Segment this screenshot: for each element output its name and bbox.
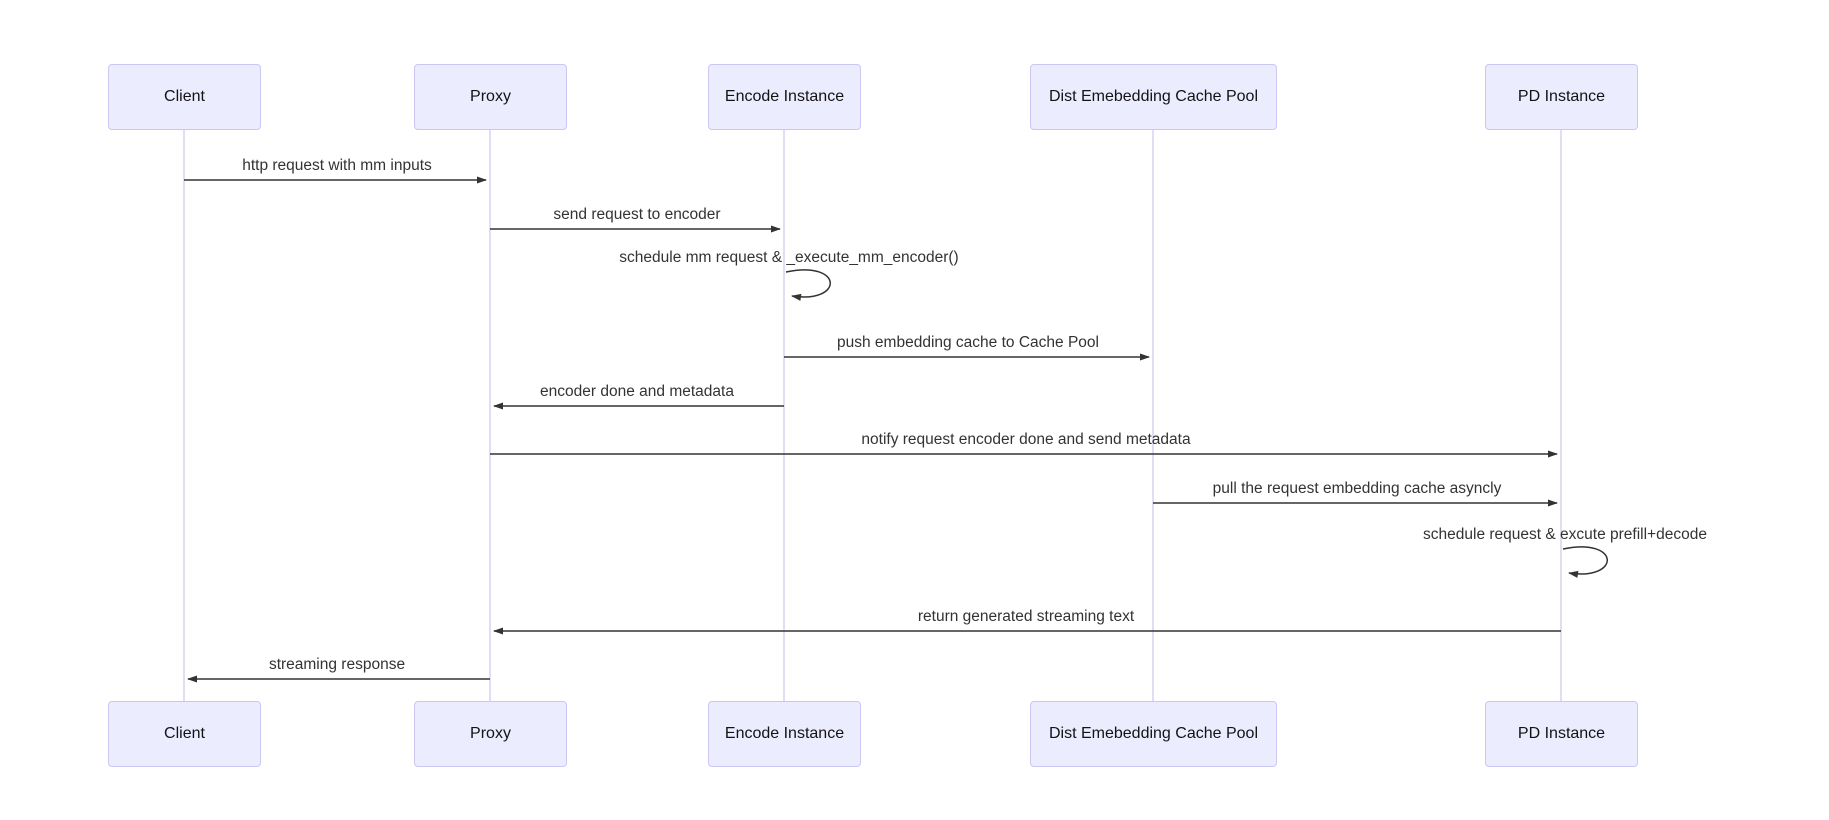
participant-pd-instance-top: PD Instance — [1485, 64, 1638, 130]
message-label-schedule-request-prefill-decode: schedule request & excute prefill+decode — [1423, 526, 1707, 543]
message-label-push-embedding-cache: push embedding cache to Cache Pool — [837, 334, 1099, 351]
participant-encode-instance-top: Encode Instance — [708, 64, 861, 130]
participant-proxy-top: Proxy — [414, 64, 567, 130]
message-label-encoder-done-metadata: encoder done and metadata — [540, 383, 734, 400]
participant-client-top: Client — [108, 64, 261, 130]
participant-encode-instance-bottom: Encode Instance — [708, 701, 861, 767]
message-label-pull-embedding-cache: pull the request embedding cache asyncly — [1212, 480, 1502, 497]
participant-pd-instance-bottom: PD Instance — [1485, 701, 1638, 767]
message-label-streaming-response: streaming response — [268, 656, 406, 673]
message-label-send-request-to-encoder: send request to encoder — [553, 206, 721, 223]
message-label-notify-encoder-done: notify request encoder done and send met… — [861, 431, 1191, 448]
message-label-return-streaming-text: return generated streaming text — [917, 608, 1135, 625]
message-label-http-request: http request with mm inputs — [242, 157, 432, 174]
message-self-loop-schedule-request-prefill-decode — [1562, 546, 1608, 578]
participant-dist-embedding-cache-pool-top: Dist Emebedding Cache Pool — [1030, 64, 1277, 130]
participant-proxy-bottom: Proxy — [414, 701, 567, 767]
participant-client-bottom: Client — [108, 701, 261, 767]
message-self-loop-schedule-mm-request — [785, 269, 831, 301]
participant-dist-embedding-cache-pool-bottom: Dist Emebedding Cache Pool — [1030, 701, 1277, 767]
message-label-schedule-mm-request: schedule mm request & _execute_mm_encode… — [619, 249, 959, 266]
